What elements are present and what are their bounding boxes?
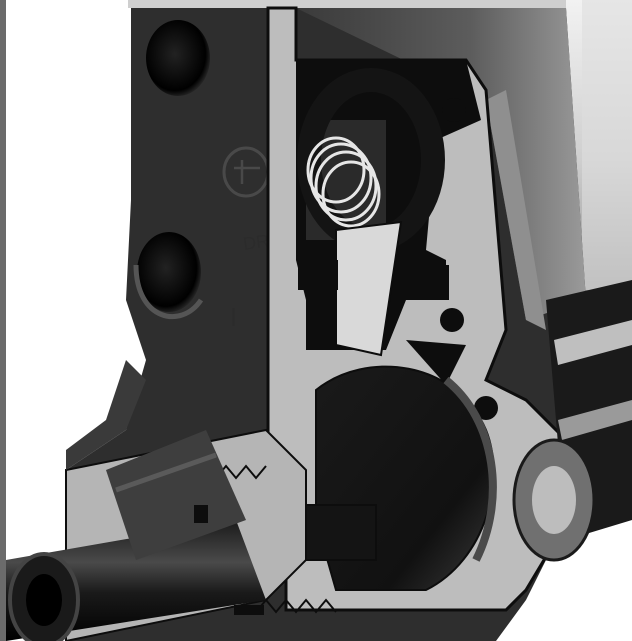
channel-triangle: [406, 340, 466, 385]
mounting-hole-middle: [137, 232, 201, 312]
engraved-i-symbol: I: [230, 302, 237, 332]
union-nut: [106, 430, 246, 560]
mounting-hole-middle-rim: [133, 264, 204, 319]
engraved-dr-text: DR: [242, 231, 271, 254]
plunger-stem: [335, 220, 403, 357]
top-edge-strip: [128, 0, 578, 8]
housing-edge-highlight: [486, 90, 546, 330]
side-channel-right: [404, 265, 449, 300]
housing-lower-left: [66, 360, 146, 470]
return-spring: [306, 136, 381, 228]
o-ring-1: [194, 505, 208, 523]
flange-hole-2: [440, 308, 464, 332]
side-channel-upper: [298, 260, 338, 290]
flange-hole-3: [474, 396, 498, 420]
valve-cutaway-illustration: DR I: [6, 0, 632, 641]
mounting-hole-top: [146, 20, 210, 96]
right-barrel-band: [582, 0, 632, 290]
o-ring-2: [234, 605, 264, 615]
flange-hole-1: [442, 98, 466, 122]
diaphragm-highlight: [443, 376, 497, 562]
thread-lower: [255, 598, 337, 614]
